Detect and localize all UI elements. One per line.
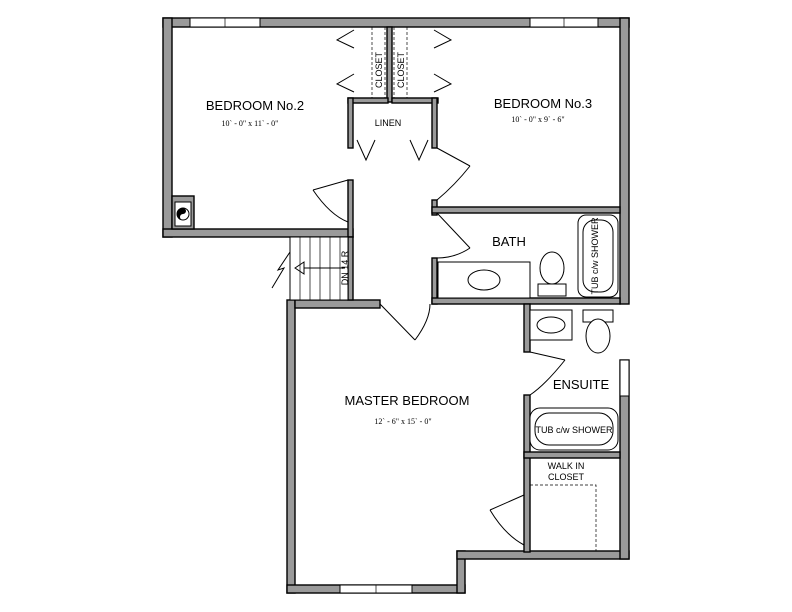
bedroom2-size: 10` - 0" x 11` - 0" [222, 119, 279, 128]
stairs-label: DN 14 R [340, 250, 350, 285]
windows [189, 17, 630, 594]
bath-fixtures [437, 214, 619, 299]
ensuite-fixtures [529, 309, 619, 451]
bedroom3-label: BEDROOM No.3 [494, 96, 592, 111]
linen-label: LINEN [375, 118, 402, 128]
room-labels: BEDROOM No.2 10` - 0" x 11` - 0" BEDROOM… [206, 51, 613, 482]
ensuite-tub-label: TUB c/w SHOWER [535, 425, 613, 435]
bedroom3-size: 10` - 0" x 9` - 6" [511, 115, 564, 124]
master-bedroom-size: 12` - 6" x 15` - 0" [374, 417, 431, 426]
staircase [271, 236, 349, 301]
ensuite-label: ENSUITE [553, 377, 610, 392]
walk-in-label-1: WALK IN [548, 461, 585, 471]
bath-label: BATH [492, 234, 526, 249]
bath-tub-label: TUB c/w SHOWER [590, 217, 600, 295]
closets [335, 27, 453, 162]
closet-right-label: CLOSET [396, 51, 406, 88]
master-bedroom-label: MASTER BEDROOM [345, 393, 470, 408]
vent-icon [174, 201, 192, 227]
bedroom2-label: BEDROOM No.2 [206, 98, 304, 113]
closet-left-label: CLOSET [374, 51, 384, 88]
doors [312, 147, 597, 551]
walk-in-label-2: CLOSET [548, 472, 585, 482]
